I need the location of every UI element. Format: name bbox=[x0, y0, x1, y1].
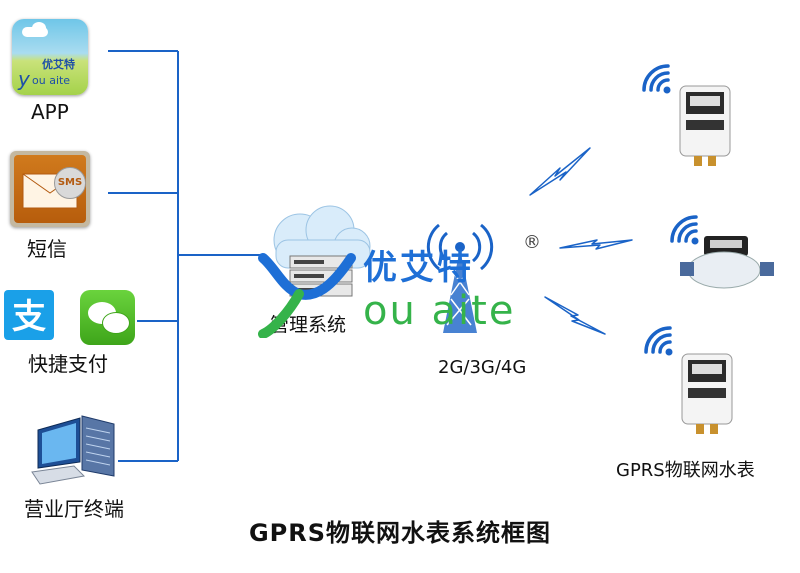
svg-text:支: 支 bbox=[12, 297, 46, 337]
lightning-bolt-bottom-icon bbox=[544, 296, 606, 335]
watermark-cn: 优艾特 bbox=[363, 248, 474, 288]
client-label-app: APP bbox=[31, 100, 69, 124]
water-meter-middle[interactable] bbox=[680, 232, 776, 292]
watermark-en: ou aite bbox=[363, 288, 516, 334]
alipay-icon[interactable]: 支 bbox=[4, 290, 54, 340]
sms-badge: SMS bbox=[54, 167, 86, 199]
meters-label: GPRS物联网水表 bbox=[616, 460, 755, 481]
client-label-sms: 短信 bbox=[27, 237, 67, 261]
app-icon[interactable]: 优艾特 y ou aite bbox=[12, 19, 88, 95]
app-icon-cn: 优艾特 bbox=[42, 58, 75, 71]
watermark-y-icon bbox=[258, 253, 356, 338]
wifi-signal-icon bbox=[640, 324, 680, 360]
sms-envelope-icon[interactable]: SMS bbox=[10, 151, 90, 227]
diagram-title: GPRS物联网水表系统框图 bbox=[248, 519, 552, 547]
computer-terminal-icon[interactable] bbox=[30, 410, 120, 490]
lightning-bolt-top-icon bbox=[529, 147, 591, 196]
antenna-tower-icon[interactable] bbox=[425, 215, 495, 335]
wechat-icon[interactable] bbox=[80, 290, 135, 345]
server-label: 管理系统 bbox=[270, 314, 347, 336]
wifi-signal-icon bbox=[666, 213, 706, 249]
water-meter-bottom[interactable] bbox=[680, 352, 734, 436]
water-meter-icon bbox=[679, 85, 731, 166]
watermark-logo: 优艾特 ® ou aite bbox=[255, 232, 565, 342]
client-label-pay: 快捷支付 bbox=[28, 352, 108, 376]
water-meter-icon bbox=[680, 236, 774, 289]
water-meter-top[interactable] bbox=[678, 84, 732, 168]
app-icon-en: ou aite bbox=[32, 74, 71, 87]
client-label-terminal: 营业厅终端 bbox=[24, 497, 124, 521]
lightning-bolt-middle-icon bbox=[559, 239, 633, 250]
water-meter-icon bbox=[681, 353, 733, 434]
network-label: 2G/3G/4G bbox=[438, 357, 527, 378]
wifi-signal-icon bbox=[638, 62, 678, 98]
watermark-reg: ® bbox=[523, 232, 541, 253]
